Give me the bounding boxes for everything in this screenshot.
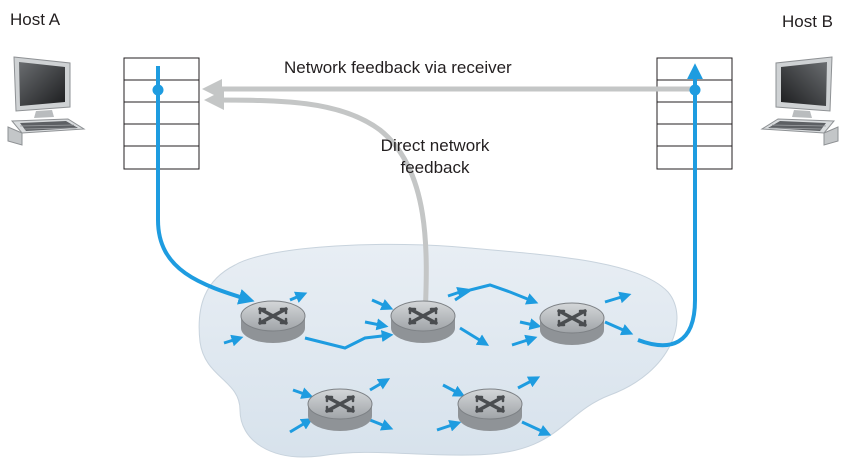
network-cloud — [198, 243, 678, 458]
host-b-buffer-dot — [689, 84, 701, 96]
router-icon — [538, 301, 606, 347]
direct-feedback-label: Direct network feedback — [380, 136, 490, 177]
router-icon — [389, 299, 457, 345]
router-icon — [456, 387, 524, 433]
feedback-via-receiver-label: Network feedback via receiver — [284, 58, 512, 77]
host-a-buffer-dot — [152, 84, 164, 96]
data-path-network-to-host-b — [637, 63, 703, 348]
router-icon — [239, 299, 307, 345]
traffic-arrows — [223, 286, 634, 436]
host-b-computer-icon — [761, 56, 839, 146]
router-icon — [306, 387, 374, 433]
host-b-label: Host B — [781, 12, 833, 31]
host-a-buffer — [123, 57, 200, 170]
host-a-computer-icon — [7, 56, 85, 146]
data-path-host-a-to-network — [156, 66, 255, 305]
direct-feedback-arrow — [204, 90, 429, 319]
host-a-label: Host A — [10, 10, 61, 29]
